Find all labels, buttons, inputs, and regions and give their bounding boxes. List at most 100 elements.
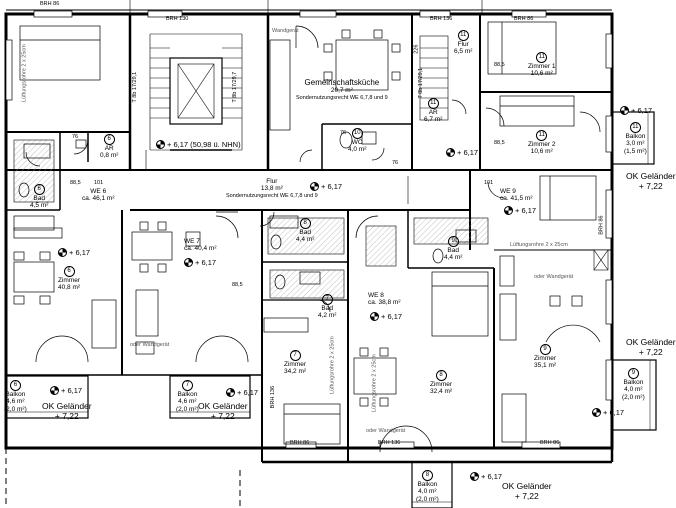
room-bad8: 8 Bad 4,4 m² — [296, 218, 314, 244]
room-name: Zimmer 1 — [528, 63, 556, 70]
room-number: 7 — [321, 294, 333, 305]
balcony-11: 11 Balkon 3,0 m² (1,5 m²) — [624, 122, 647, 155]
level-value: + 6,17 — [457, 148, 479, 157]
room-bad6: 6 Bad 4,5 m² — [30, 184, 48, 210]
level-value: + 6,17 — [481, 472, 503, 481]
balcony-area: 4,0 m² — [418, 488, 437, 496]
stair-marks — [145, 150, 409, 416]
room-zimmer2: 11 Zimmer 2 10,6 m² — [528, 130, 555, 156]
level-value: + 6,17 — [603, 408, 625, 417]
room-area: 10,6 m² — [530, 148, 553, 156]
room-name: WE 6 — [90, 188, 107, 195]
annotation-wandgeraet: oder Wandgerät — [366, 428, 406, 434]
level-marker: + 6,17 — [184, 258, 216, 267]
dimension-885: 88,5 — [70, 180, 81, 186]
annotation-tb: T 8b 17/29,1 — [132, 71, 139, 103]
room-name: Flur — [457, 41, 469, 48]
level-value: + 6,17 — [195, 258, 217, 267]
ok-value: + 7,22 — [638, 346, 663, 357]
room-name: Bad — [299, 229, 311, 236]
level-marker: + 6,17 — [226, 388, 258, 397]
room-note: Sondernutzungsrecht WE 6,7,8 und 9 — [226, 192, 318, 199]
annotation-wandgeraet: oder Wandgerät — [130, 342, 170, 348]
level-icon — [50, 386, 59, 395]
dimension-76: 76 — [392, 160, 399, 166]
room-gemeinschaft: Gemeinschaftsküche 20,7 m² Sondernutzung… — [296, 78, 388, 101]
level-value: + 6,17 — [61, 386, 83, 395]
windows — [5, 10, 613, 449]
balcony-half: (1,5 m²) — [624, 147, 647, 155]
room-name: WE 8 — [368, 292, 384, 299]
room-number: 7 — [289, 350, 301, 361]
balcony-9: 9 Balkon 4,0 m² (2,0 m²) — [622, 368, 645, 401]
brh-bottom-left-vert: BRH 136 — [270, 385, 277, 409]
level-marker: + 6,17 — [446, 148, 478, 157]
room-name: Bad — [321, 305, 333, 312]
balcony-area: 4,6 m² — [178, 398, 197, 406]
room-number: 11 — [536, 52, 548, 63]
ok-value: + 7,22 — [54, 410, 79, 421]
dimension-226: 226 — [413, 44, 420, 54]
room-number: 8 — [435, 370, 447, 381]
level-value: + 6,17 — [631, 106, 653, 115]
room-area: 4,4 m² — [296, 236, 315, 244]
room-note: Sondernutzungsrecht WE 6,7,8 und 9 — [296, 94, 388, 101]
room-area: ca. 41,5 m² — [500, 195, 533, 203]
room-number: 6 — [33, 184, 45, 195]
dimension-885: 88,5 — [232, 282, 243, 288]
level-icon — [156, 140, 165, 149]
balcony-area: 3,0 m² — [626, 140, 645, 148]
room-we7: WE 7 ca. 40,4 m² — [184, 238, 217, 253]
level-icon — [370, 312, 379, 321]
ok-label: OK Geländer — [198, 401, 248, 411]
level-icon — [504, 206, 513, 215]
room-name: WE 7 — [184, 238, 200, 245]
balcony-8: 8 Balkon 4,0 m² (2,0 m²) — [416, 470, 439, 503]
room-area: 13,8 m² — [260, 185, 283, 193]
ok-gelaender-8: OK Geländer + 7,22 — [502, 481, 552, 502]
room-zimmer8: 8 Zimmer 32,4 m² — [430, 370, 452, 396]
balcony-half: (2,0 m²) — [416, 495, 439, 503]
room-area: 32,4 m² — [430, 388, 453, 396]
room-bad7: 7 Bad 4,2 m² — [318, 294, 336, 320]
brh-top-right: BRH 136 — [430, 16, 453, 22]
room-flur: Flur 13,8 m² Sondernutzungsrecht WE 6,7,… — [226, 178, 318, 199]
room-name: Zimmer — [534, 355, 557, 362]
brh-right-lower: BRH 86 — [598, 215, 605, 235]
dimension-76: 76 — [340, 130, 347, 136]
balcony-6: 6 Balkon 4,6 m² (2,0 m²) — [4, 380, 27, 413]
balcony-number: 8 — [421, 470, 433, 481]
room-number: 6 — [103, 134, 115, 145]
room-area: 34,2 m² — [284, 368, 307, 376]
room-we6: WE 6 ca. 46,1 m² — [82, 188, 115, 203]
balcony-number: 6 — [9, 380, 21, 391]
room-zimmer1: 11 Zimmer 1 10,6 m² — [528, 52, 555, 78]
room-name: Zimmer — [58, 277, 81, 284]
room-name: Zimmer 2 — [528, 141, 556, 148]
room-area: ca. 38,8 m² — [368, 299, 401, 307]
balcony-half: (2,0 m²) — [4, 405, 27, 413]
balcony-number: 9 — [627, 368, 639, 379]
room-name: Flur — [266, 178, 278, 185]
balcony-name: Balkon — [625, 133, 646, 140]
room-we9: WE 9 ca. 41,5 m² — [500, 188, 533, 203]
room-area: 35,1 m² — [534, 362, 557, 370]
ok-value: + 7,22 — [514, 490, 539, 501]
room-zimmer9: 9 Zimmer 35,1 m² — [534, 344, 556, 370]
level-value: + 6,17 — [381, 312, 403, 321]
balcony-number: 11 — [629, 122, 641, 133]
balcony-name: Balkon — [417, 481, 438, 488]
dimension-885: 88,5 — [494, 140, 505, 146]
level-marker: + 6,17 — [58, 248, 90, 257]
ok-gelaender-7: OK Geländer + 7,22 — [198, 401, 248, 422]
balcony-area: 4,0 m² — [624, 386, 643, 394]
room-area: 0,8 m² — [100, 152, 119, 160]
room-ar-top: 11 AR 6,7 m² — [424, 98, 442, 124]
room-name: WC — [351, 139, 363, 146]
level-value: + 6,17 — [321, 182, 343, 191]
dimension-885: 88,5 — [494, 62, 505, 68]
level-icon — [184, 258, 193, 267]
level-icon — [446, 148, 455, 157]
